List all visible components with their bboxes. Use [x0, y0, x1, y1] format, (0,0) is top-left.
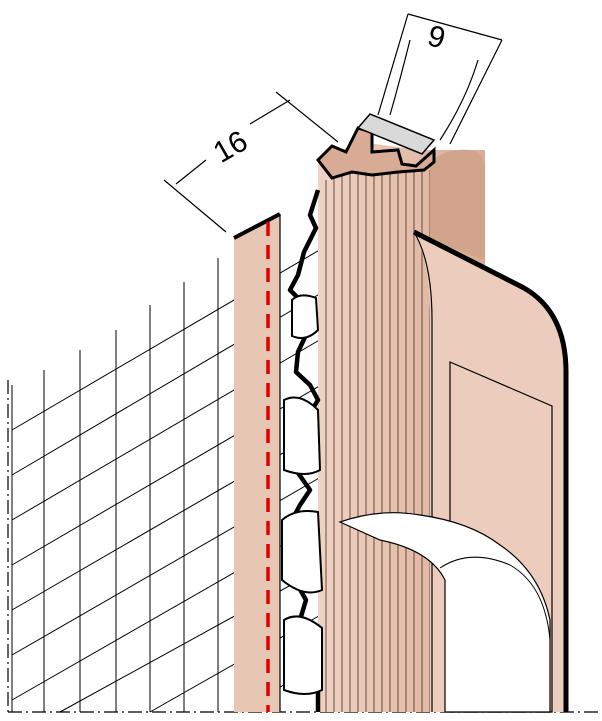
dimension-16-label: 16: [208, 124, 253, 169]
seal-strip: [356, 113, 436, 155]
wall-openings: [281, 294, 324, 695]
back-shoulder: [430, 149, 485, 260]
top-cap: [316, 126, 436, 180]
dimension-16: [163, 91, 339, 233]
dimension-9: [377, 13, 503, 145]
front-flange: [234, 214, 280, 712]
seal-lip: [338, 512, 551, 713]
rib-lines: [325, 162, 439, 712]
dimension-9-label: 9: [424, 19, 449, 55]
